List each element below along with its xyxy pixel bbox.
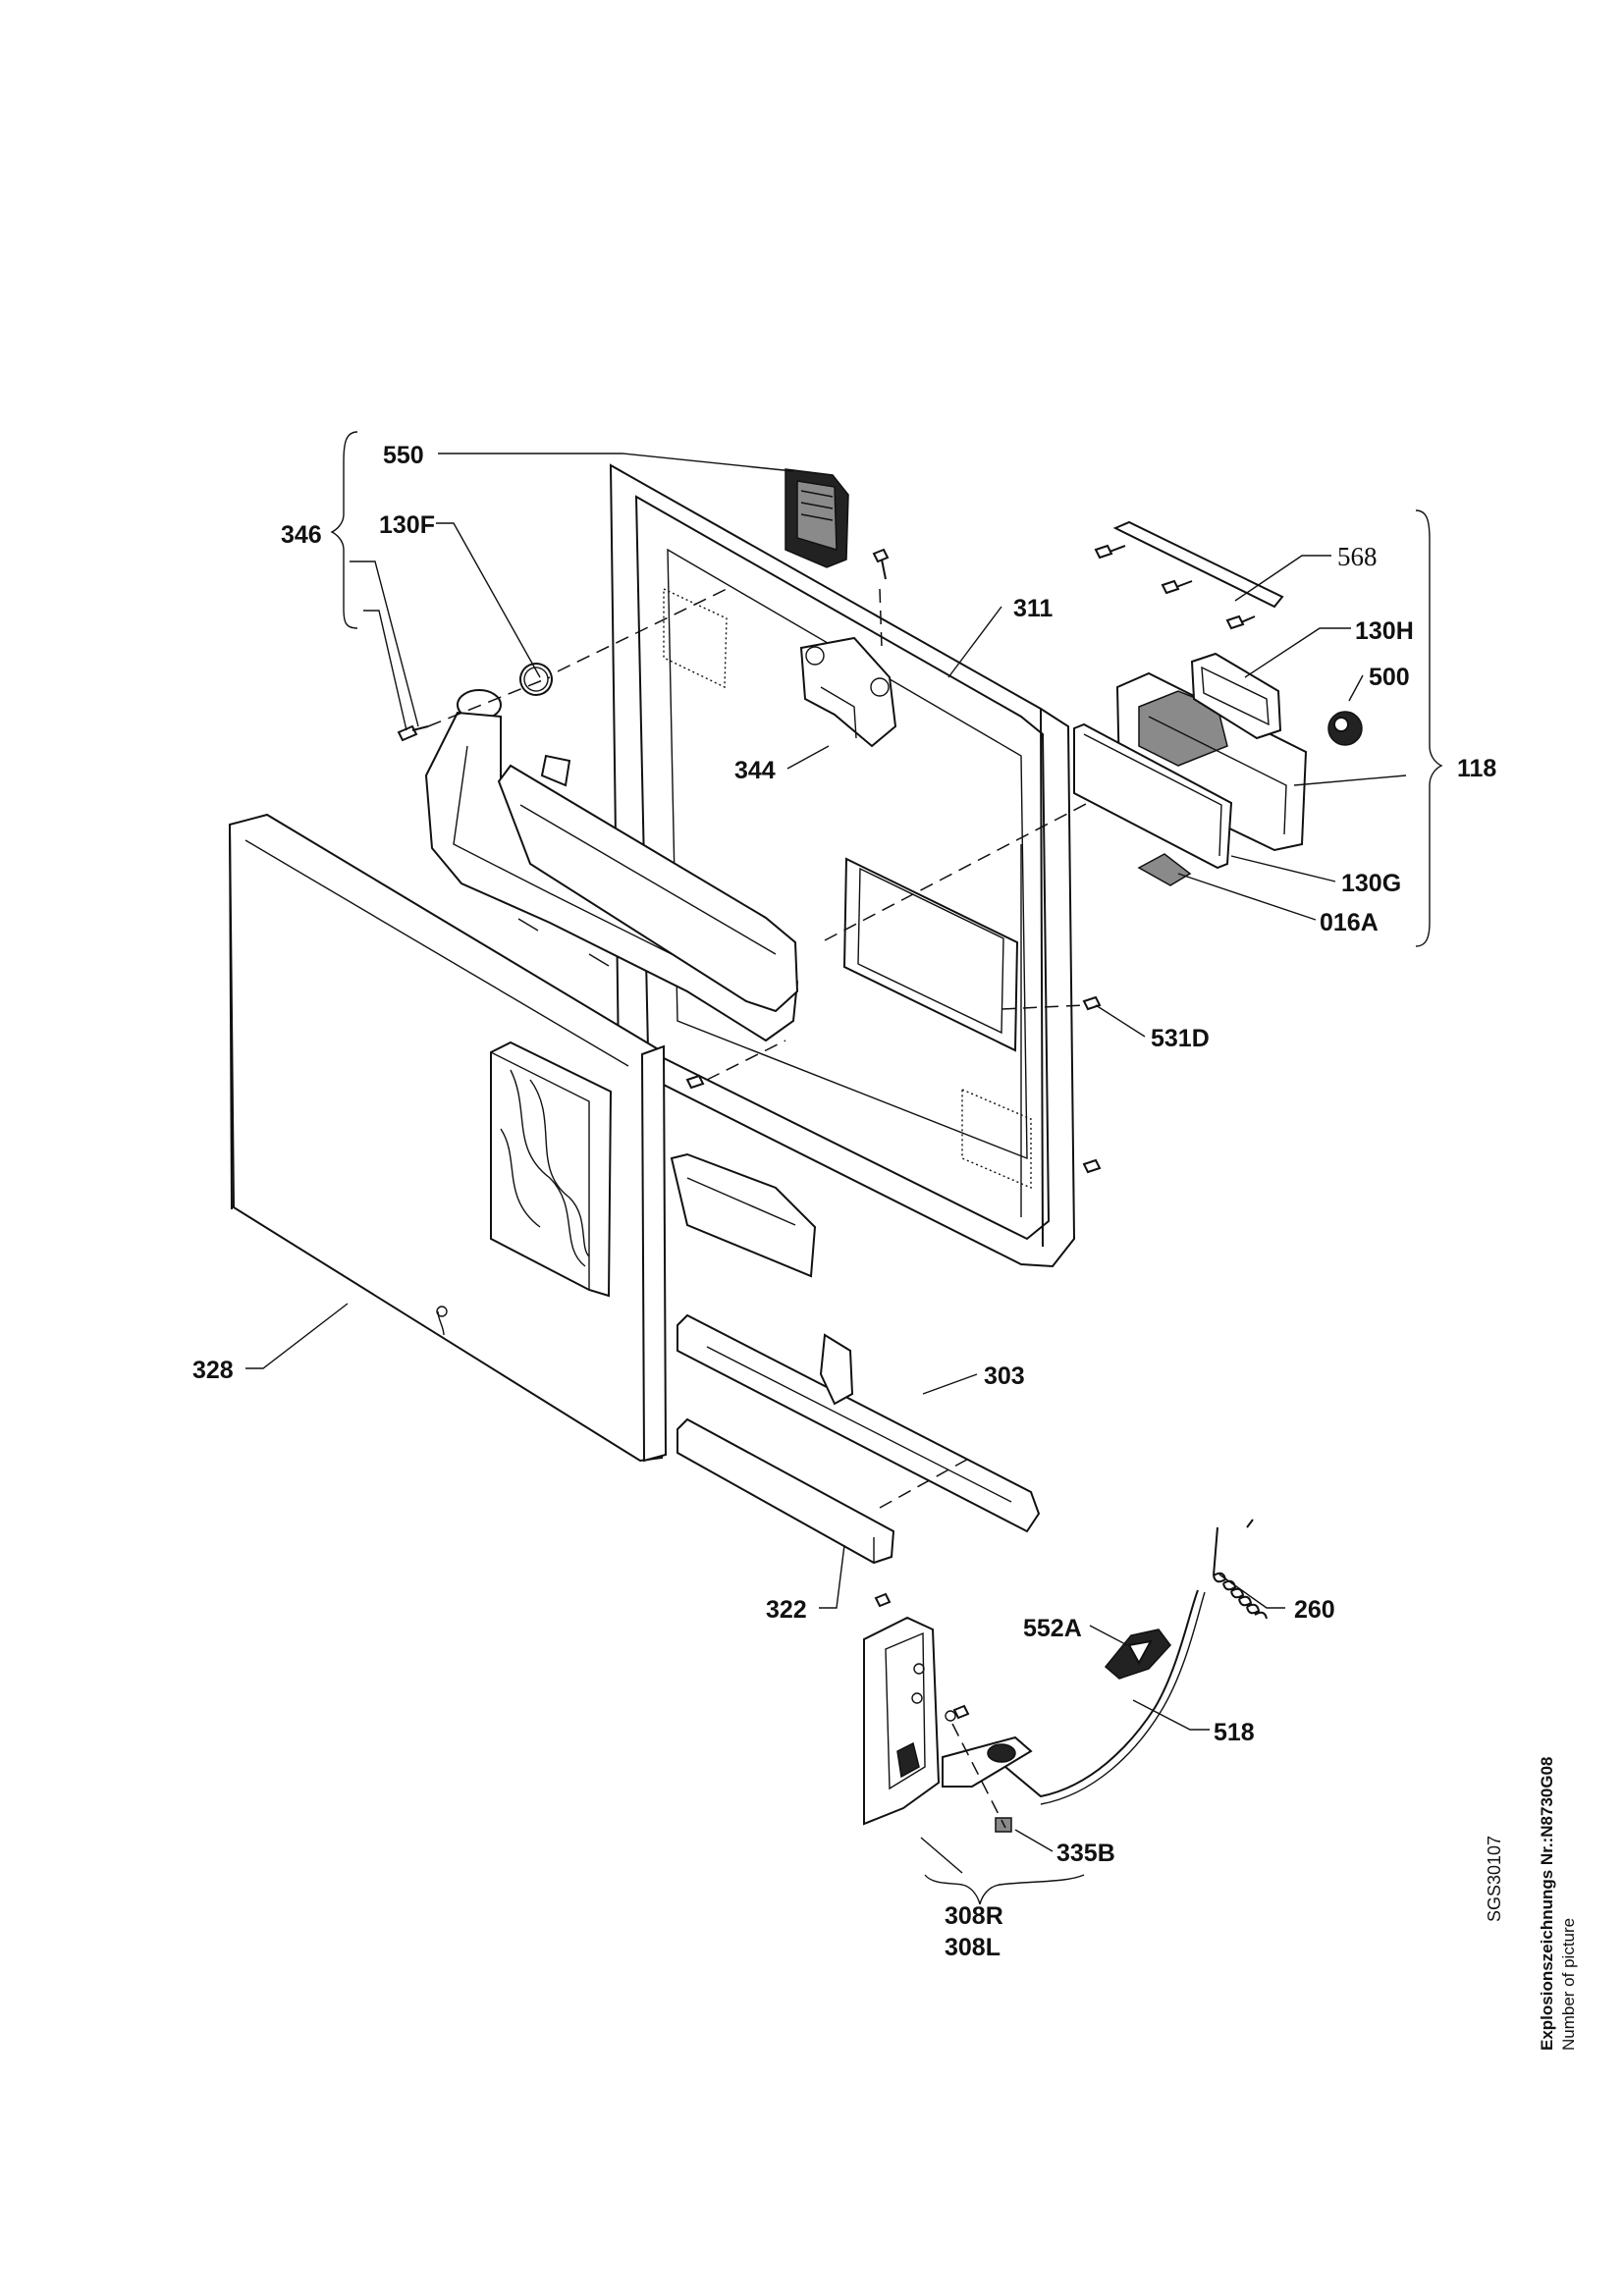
label-303: 303 <box>984 1362 1025 1390</box>
explosion-drawing-number: Explosionszeichnungs Nr.:N8730G08 <box>1538 1756 1556 2051</box>
screws <box>397 544 1256 1720</box>
picture-number-caption: Number of picture <box>1559 1917 1578 2051</box>
part-550-dispenser <box>784 468 849 568</box>
label-308R: 308R <box>945 1902 1003 1930</box>
part-130F-ring <box>519 663 553 696</box>
air-duct-assembly <box>424 689 799 1042</box>
assembly-lines <box>427 588 1089 1829</box>
outer-door-panel <box>228 813 668 1463</box>
drawing-code: SGS30107 <box>1485 1835 1504 1922</box>
part-130H-seal <box>1190 652 1282 740</box>
label-260: 260 <box>1294 1596 1335 1624</box>
hinge-assembly <box>863 1616 1033 1833</box>
label-335B: 335B <box>1056 1840 1115 1867</box>
label-118: 118 <box>1457 755 1496 782</box>
label-130H: 130H <box>1355 617 1414 645</box>
part-016A-clip <box>1137 853 1192 886</box>
label-346: 346 <box>281 521 322 549</box>
label-311: 311 <box>1013 595 1053 622</box>
label-344: 344 <box>734 757 776 784</box>
label-016A: 016A <box>1320 909 1379 936</box>
control-module-118 <box>1073 671 1308 870</box>
part-568-trim <box>1112 520 1284 609</box>
label-130G: 130G <box>1341 870 1401 897</box>
label-552A: 552A <box>1023 1615 1082 1642</box>
label-130F: 130F <box>379 511 435 539</box>
part-552A-clip <box>1104 1629 1171 1680</box>
label-500: 500 <box>1369 664 1410 691</box>
label-328: 328 <box>192 1357 234 1384</box>
label-308L: 308L <box>945 1934 1001 1961</box>
lower-channels <box>670 1152 1041 1565</box>
part-500-knob <box>1327 711 1363 746</box>
label-322: 322 <box>766 1596 807 1624</box>
part-344-bracket <box>799 636 897 748</box>
part-labels: 550 346 130F 311 568 130H 500 118 344 13… <box>192 442 1496 1961</box>
label-531D: 531D <box>1151 1025 1210 1052</box>
label-518: 518 <box>1214 1719 1255 1746</box>
label-568: 568 <box>1337 542 1378 571</box>
label-550: 550 <box>383 442 424 469</box>
leader-lines <box>245 431 1443 1905</box>
